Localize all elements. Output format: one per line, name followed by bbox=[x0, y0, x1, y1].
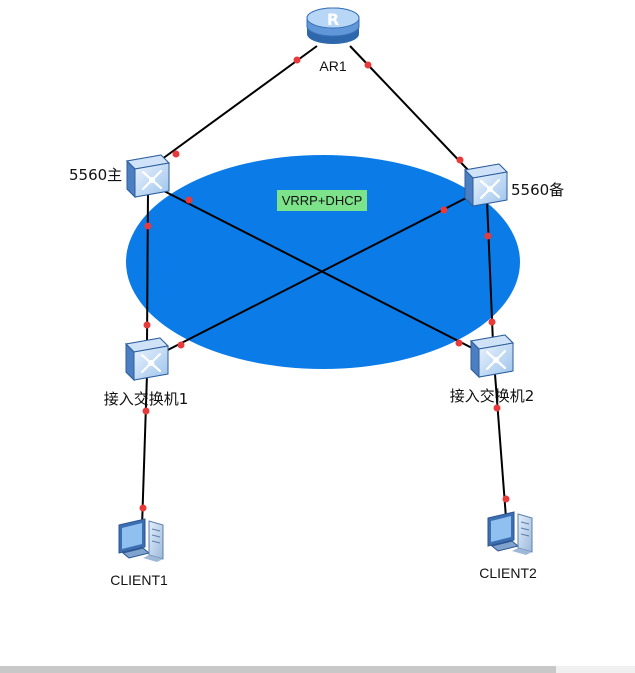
pc-icon bbox=[487, 511, 533, 555]
zone-tag: VRRP+DHCP bbox=[277, 190, 367, 211]
port-dot bbox=[139, 504, 147, 512]
port-dot bbox=[143, 321, 151, 329]
port-dot bbox=[364, 61, 372, 69]
client-2[interactable]: CLIENT2 bbox=[479, 511, 537, 581]
port-dot bbox=[502, 495, 510, 503]
router-ar1[interactable]: R AR1 bbox=[306, 7, 360, 74]
zone-tag-background bbox=[277, 190, 367, 211]
port-dot bbox=[142, 407, 150, 415]
port-dot bbox=[455, 339, 463, 347]
vrrp-dhcp-zone bbox=[126, 155, 520, 369]
node-label-ar1: AR1 bbox=[319, 58, 346, 74]
port-dot bbox=[172, 150, 180, 158]
core-switch-icon bbox=[463, 163, 509, 208]
link-ar1-core-main bbox=[157, 45, 318, 163]
router-icon: R bbox=[306, 7, 360, 44]
scrollbar-thumb[interactable] bbox=[0, 666, 556, 673]
client-1[interactable]: CLIENT1 bbox=[110, 518, 168, 588]
link-access2-client2 bbox=[494, 373, 507, 519]
access-switch-1[interactable]: 接入交换机1 bbox=[104, 337, 189, 408]
link-core-main-access2 bbox=[161, 189, 477, 351]
port-dot bbox=[293, 56, 301, 64]
port-dot bbox=[456, 156, 464, 164]
switch-5560-backup[interactable]: 5560备 bbox=[463, 163, 564, 208]
node-label-access2: 接入交换机2 bbox=[450, 387, 535, 405]
horizontal-scrollbar[interactable] bbox=[0, 666, 635, 673]
access-switch-icon bbox=[469, 334, 515, 379]
node-label-5560-main: 5560主 bbox=[69, 166, 122, 184]
port-dot bbox=[488, 318, 496, 326]
port-dot bbox=[144, 222, 152, 230]
link-core-backup-access1 bbox=[155, 195, 471, 357]
port-dot bbox=[177, 341, 185, 349]
node-label-access1: 接入交换机1 bbox=[104, 390, 189, 408]
core-switch-icon bbox=[125, 154, 171, 199]
zone-tag-label: VRRP+DHCP bbox=[282, 193, 363, 208]
node-label-client2: CLIENT2 bbox=[479, 565, 537, 581]
port-dot bbox=[440, 206, 448, 214]
port-dots bbox=[139, 56, 510, 512]
node-label-5560-backup: 5560备 bbox=[511, 181, 564, 199]
port-dot bbox=[493, 404, 501, 412]
access-switch-icon bbox=[124, 337, 170, 382]
switch-5560-main[interactable]: 5560主 bbox=[69, 154, 171, 199]
link-access1-client1 bbox=[141, 373, 148, 528]
access-switch-2[interactable]: 接入交换机2 bbox=[450, 334, 535, 405]
port-dot bbox=[185, 196, 193, 204]
node-label-client1: CLIENT1 bbox=[110, 572, 168, 588]
svg-text:R: R bbox=[327, 10, 339, 29]
link-core-main-access1 bbox=[146, 189, 149, 346]
pc-icon bbox=[118, 518, 164, 562]
port-dot bbox=[484, 232, 492, 240]
